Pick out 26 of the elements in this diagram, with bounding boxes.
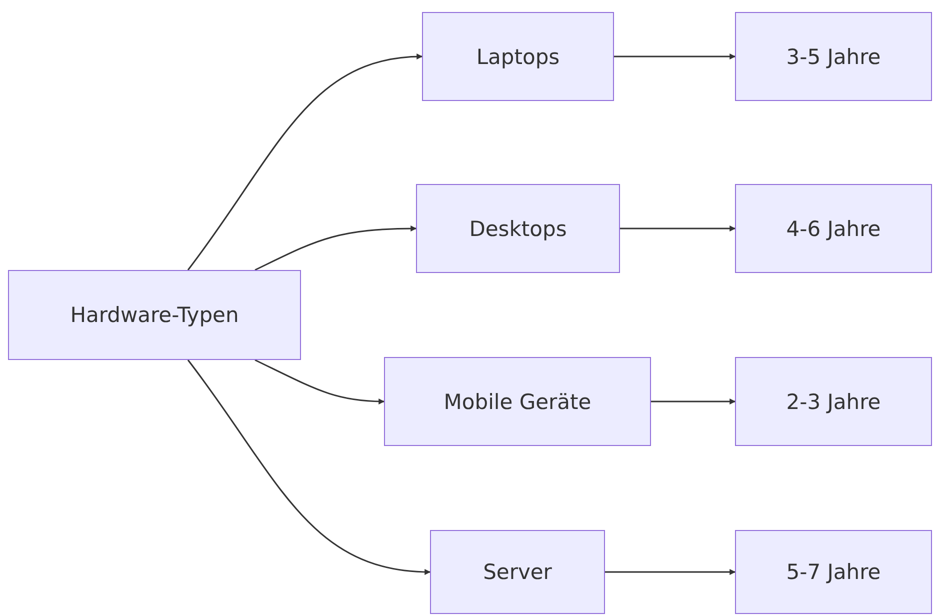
arrow — [254, 359, 385, 404]
arrow — [651, 398, 736, 404]
node-label: 4-6 Jahre — [786, 216, 881, 240]
node-label: Server — [483, 560, 552, 584]
arrow — [187, 54, 423, 270]
arrow — [187, 360, 431, 575]
process-box — [8, 270, 301, 360]
process-box — [735, 530, 932, 614]
node-label: Hardware-Typen — [70, 303, 239, 327]
process-box — [430, 530, 605, 614]
node-label: 5-7 Jahre — [786, 560, 881, 584]
node-label: 3-5 Jahre — [786, 44, 881, 68]
arrow — [620, 226, 736, 232]
node-label: Desktops — [469, 216, 567, 240]
node-label: 2-3 Jahre — [786, 390, 881, 414]
node-label: Laptops — [476, 44, 560, 68]
process-box — [735, 184, 932, 273]
process-box — [422, 12, 614, 101]
process-box — [416, 184, 620, 273]
process-box — [735, 357, 932, 446]
process-box — [384, 357, 651, 446]
node-label: Mobile Geräte — [444, 390, 592, 414]
arrow — [254, 226, 417, 271]
arrow — [605, 569, 736, 575]
process-box — [735, 12, 932, 101]
arrow — [614, 54, 736, 60]
